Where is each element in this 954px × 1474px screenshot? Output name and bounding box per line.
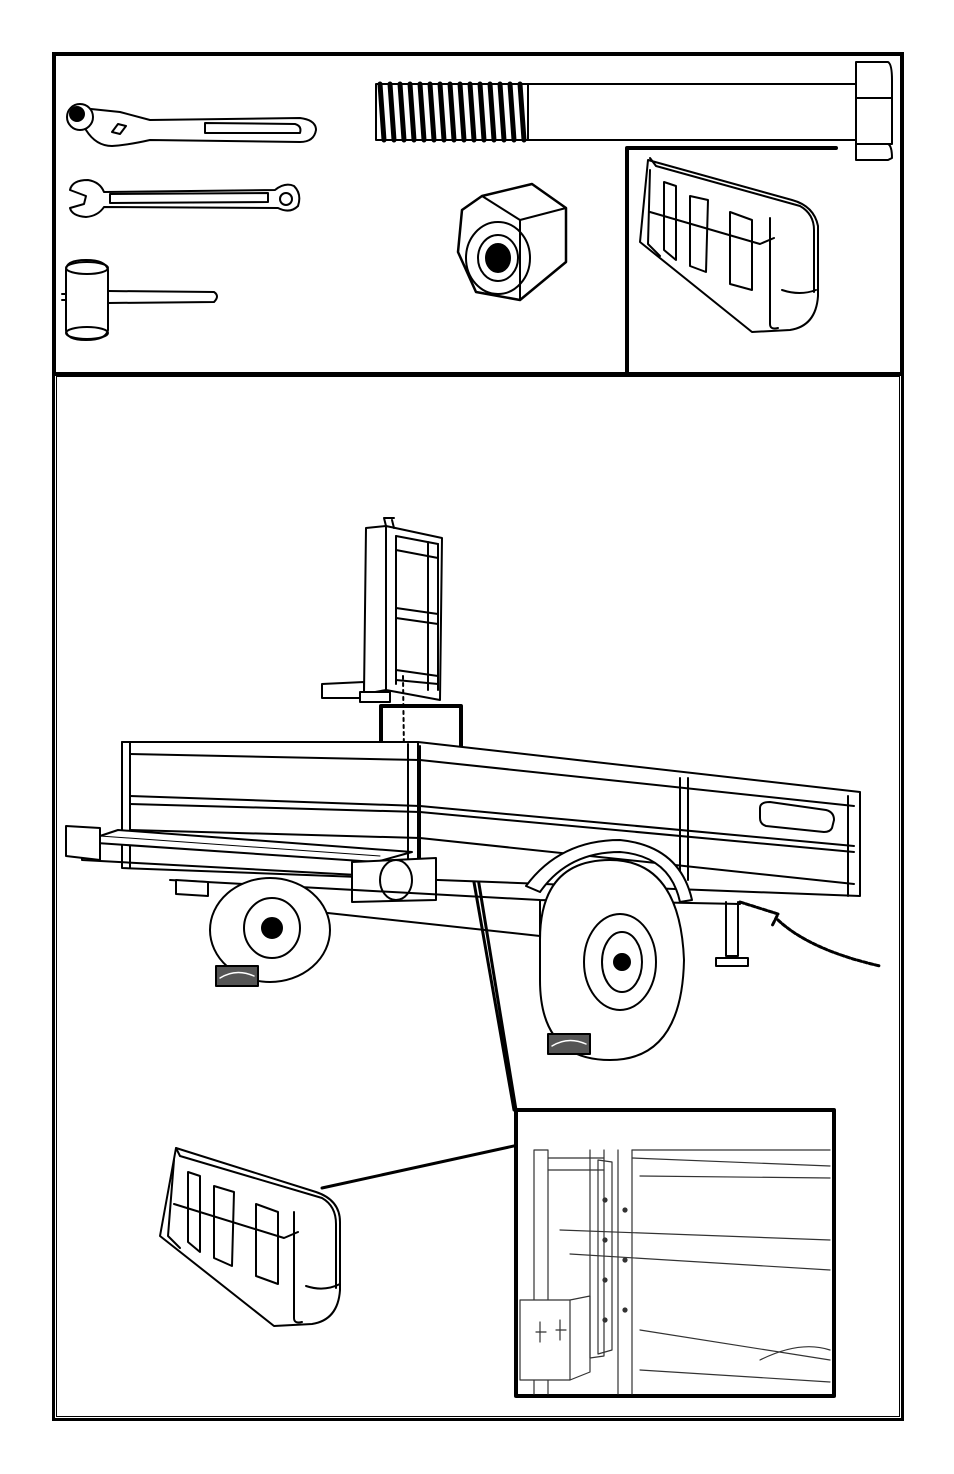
combination-wrench-icon [70, 180, 299, 217]
end-cap-large [160, 1148, 340, 1326]
hex-bolt-icon [376, 62, 892, 160]
ratchet-wrench-icon [67, 104, 316, 146]
trailer [66, 742, 880, 1060]
end-cap-icon [640, 158, 818, 332]
lock-nut-icon [458, 184, 566, 300]
detail-callout [516, 1110, 834, 1396]
wheel-chock-right [548, 1034, 590, 1054]
front-stake-assembly [322, 518, 442, 702]
mallet-icon [62, 260, 217, 340]
wheel-chock-left [216, 966, 258, 986]
